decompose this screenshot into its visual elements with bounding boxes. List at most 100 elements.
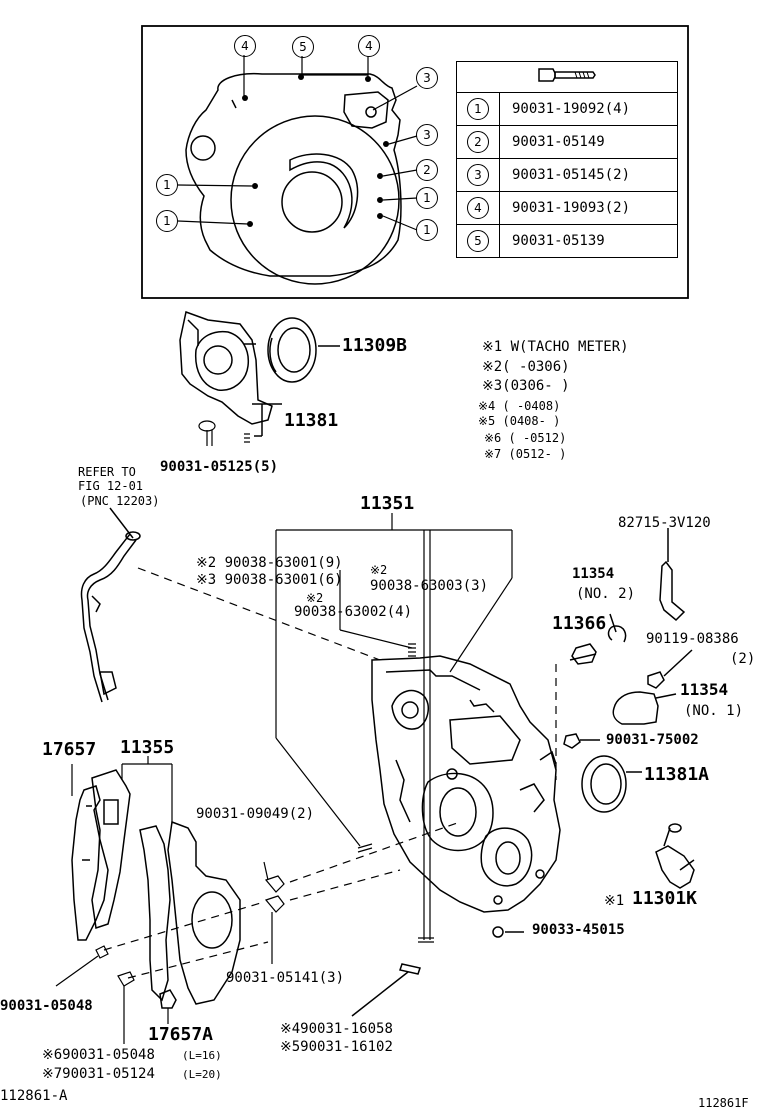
bolt-table-num-cell: 3 [456,158,500,192]
label-90038-63003: 90038-63003(3) [370,578,489,594]
seal-retainer-11381 [179,311,282,437]
label-s6-90031-05048: ※690031-05048 [42,1047,155,1063]
label-s7-length: (L=20) [182,1068,222,1081]
label-90031-05125: 90031-05125(5) [160,459,279,475]
label-11354-no2: 11354 [572,566,615,582]
label-90031-05048: 90031-05048 [0,998,93,1014]
label-refer-to: REFER TO [78,465,136,479]
bolt-num: 2 [467,131,489,153]
bolt-num: 4 [467,197,489,219]
label-11301k: 11301K [632,888,698,909]
bolt-table-row: 1 90031-19092(4) [456,92,678,126]
label-s5-90031-16102: ※590031-16102 [280,1039,393,1055]
label-s2-mark-63002: ※2 [306,591,324,605]
note-5: ※5 (0408- ) [478,414,561,428]
note-1: ※1 W(TACHO METER) [482,339,629,355]
label-90031-09049: 90031-09049(2) [196,806,315,822]
part-11366 [569,613,627,665]
inset-callout-1a: 1 [416,187,438,209]
label-11355: 11355 [120,737,175,758]
label-11354-no1: 11354 [680,680,729,699]
label-s7-90031-05124: ※790031-05124 [42,1066,155,1082]
bolt-num: 5 [467,230,489,252]
retainer-bolt [198,420,250,446]
inset-callout-1d: 1 [156,210,178,232]
gasket-11355-front [91,769,131,929]
label-90031-05141: 90031-05141(3) [226,970,345,986]
timing-chain-cover-11351 [371,655,561,913]
bolt-table-row: 4 90031-19093(2) [456,191,678,225]
inset-callout-5: 5 [292,36,314,58]
note-3: ※3(0306- ) [482,378,570,394]
bolt-table-row: 3 90031-05145(2) [456,158,678,192]
note-2: ※2( -0306) [482,359,570,375]
bolt-num: 3 [467,164,489,186]
note-6: ※6 ( -0512) [484,431,567,445]
bolt-90119-08386 [647,649,693,689]
figure-id-right: 112861F [698,1096,749,1110]
bracket-82715 [659,528,686,622]
figure-id-left: 112861-A [0,1088,68,1104]
bolt-table-num-cell: 5 [456,224,500,258]
back-plate-outline [185,72,402,285]
bolt-table-num-cell: 2 [456,125,500,159]
gasket-bolts [55,861,285,1044]
inset-callout-3b: 3 [416,124,438,146]
cover-bracket-11351 [275,513,513,940]
label-11354-no2-sub: (NO. 2) [576,586,636,602]
label-s4-90031-16058: ※490031-16058 [280,1021,393,1037]
oil-seal-11309b [267,317,340,383]
label-11366: 11366 [552,613,607,634]
label-refer-pnc: (PNC 12203) [80,494,160,508]
bolt-part-number: 90031-05145(2) [499,158,678,192]
bolt-table-row: 2 90031-05149 [456,125,678,159]
label-11309b: 11309B [342,335,408,356]
oil-seal-11381a [581,755,642,813]
note-7: ※7 (0512- ) [484,447,567,461]
bolt-part-number: 90031-19092(4) [499,92,678,126]
label-82715-3v120: 82715-3V120 [618,515,711,531]
label-s2-90038-63001: ※2 90038-63001(9) [196,555,343,571]
label-11354-no1-sub: (NO. 1) [684,703,744,719]
bolt-part-number: 90031-05149 [499,125,678,159]
bolt-table: 1 90031-19092(4) 2 90031-05149 3 90031-0… [456,61,678,258]
inset-frame [141,25,689,299]
label-s2-mark-63003: ※2 [370,563,388,577]
label-90119-08386: 90119-08386 [646,631,739,647]
bolt-part-number: 90031-19093(2) [499,191,678,225]
label-11351: 11351 [360,493,415,514]
oil-level-gauge-guide [80,507,141,703]
tube-dashed-leader [137,567,381,661]
bolt-90031-75002 [563,733,600,749]
label-90033-45015: 90033-45015 [532,922,625,938]
bolt-table-header [456,61,678,93]
inset-callout-1c: 1 [156,174,178,196]
inset-callout-3a: 3 [416,67,438,89]
plug-90033-45015 [492,926,524,938]
back-plate-bolt-holes [242,74,389,227]
bolt-part-number: 90031-05139 [499,224,678,258]
stud-90031-16058 [351,963,421,1017]
gasket-bracket [71,756,173,824]
label-90031-75002: 90031-75002 [606,732,699,748]
label-11381a: 11381A [644,764,710,785]
inset-callout-2: 2 [416,159,438,181]
note-4: ※4 ( -0408) [478,399,561,413]
inset-callout-4b: 4 [358,35,380,57]
bolt-num: 1 [467,98,489,120]
inset-callout-1b: 1 [416,219,438,241]
inset-callout-4a: 4 [234,35,256,57]
label-17657: 17657 [42,739,97,760]
gasket-11355-rear [139,820,241,1005]
label-refer-fig: FIG 12-01 [78,479,144,493]
bolt-icon [538,68,596,82]
label-90038-63002: 90038-63002(4) [294,604,413,620]
bolt-table-num-cell: 4 [456,191,500,225]
label-90119-qty: (2) [730,651,756,667]
gasket-17657a [159,989,177,1009]
stud-bolts [357,643,434,943]
cover-11354-no1 [612,691,677,725]
label-11381: 11381 [284,410,339,431]
bolt-table-header-cell [456,61,678,93]
